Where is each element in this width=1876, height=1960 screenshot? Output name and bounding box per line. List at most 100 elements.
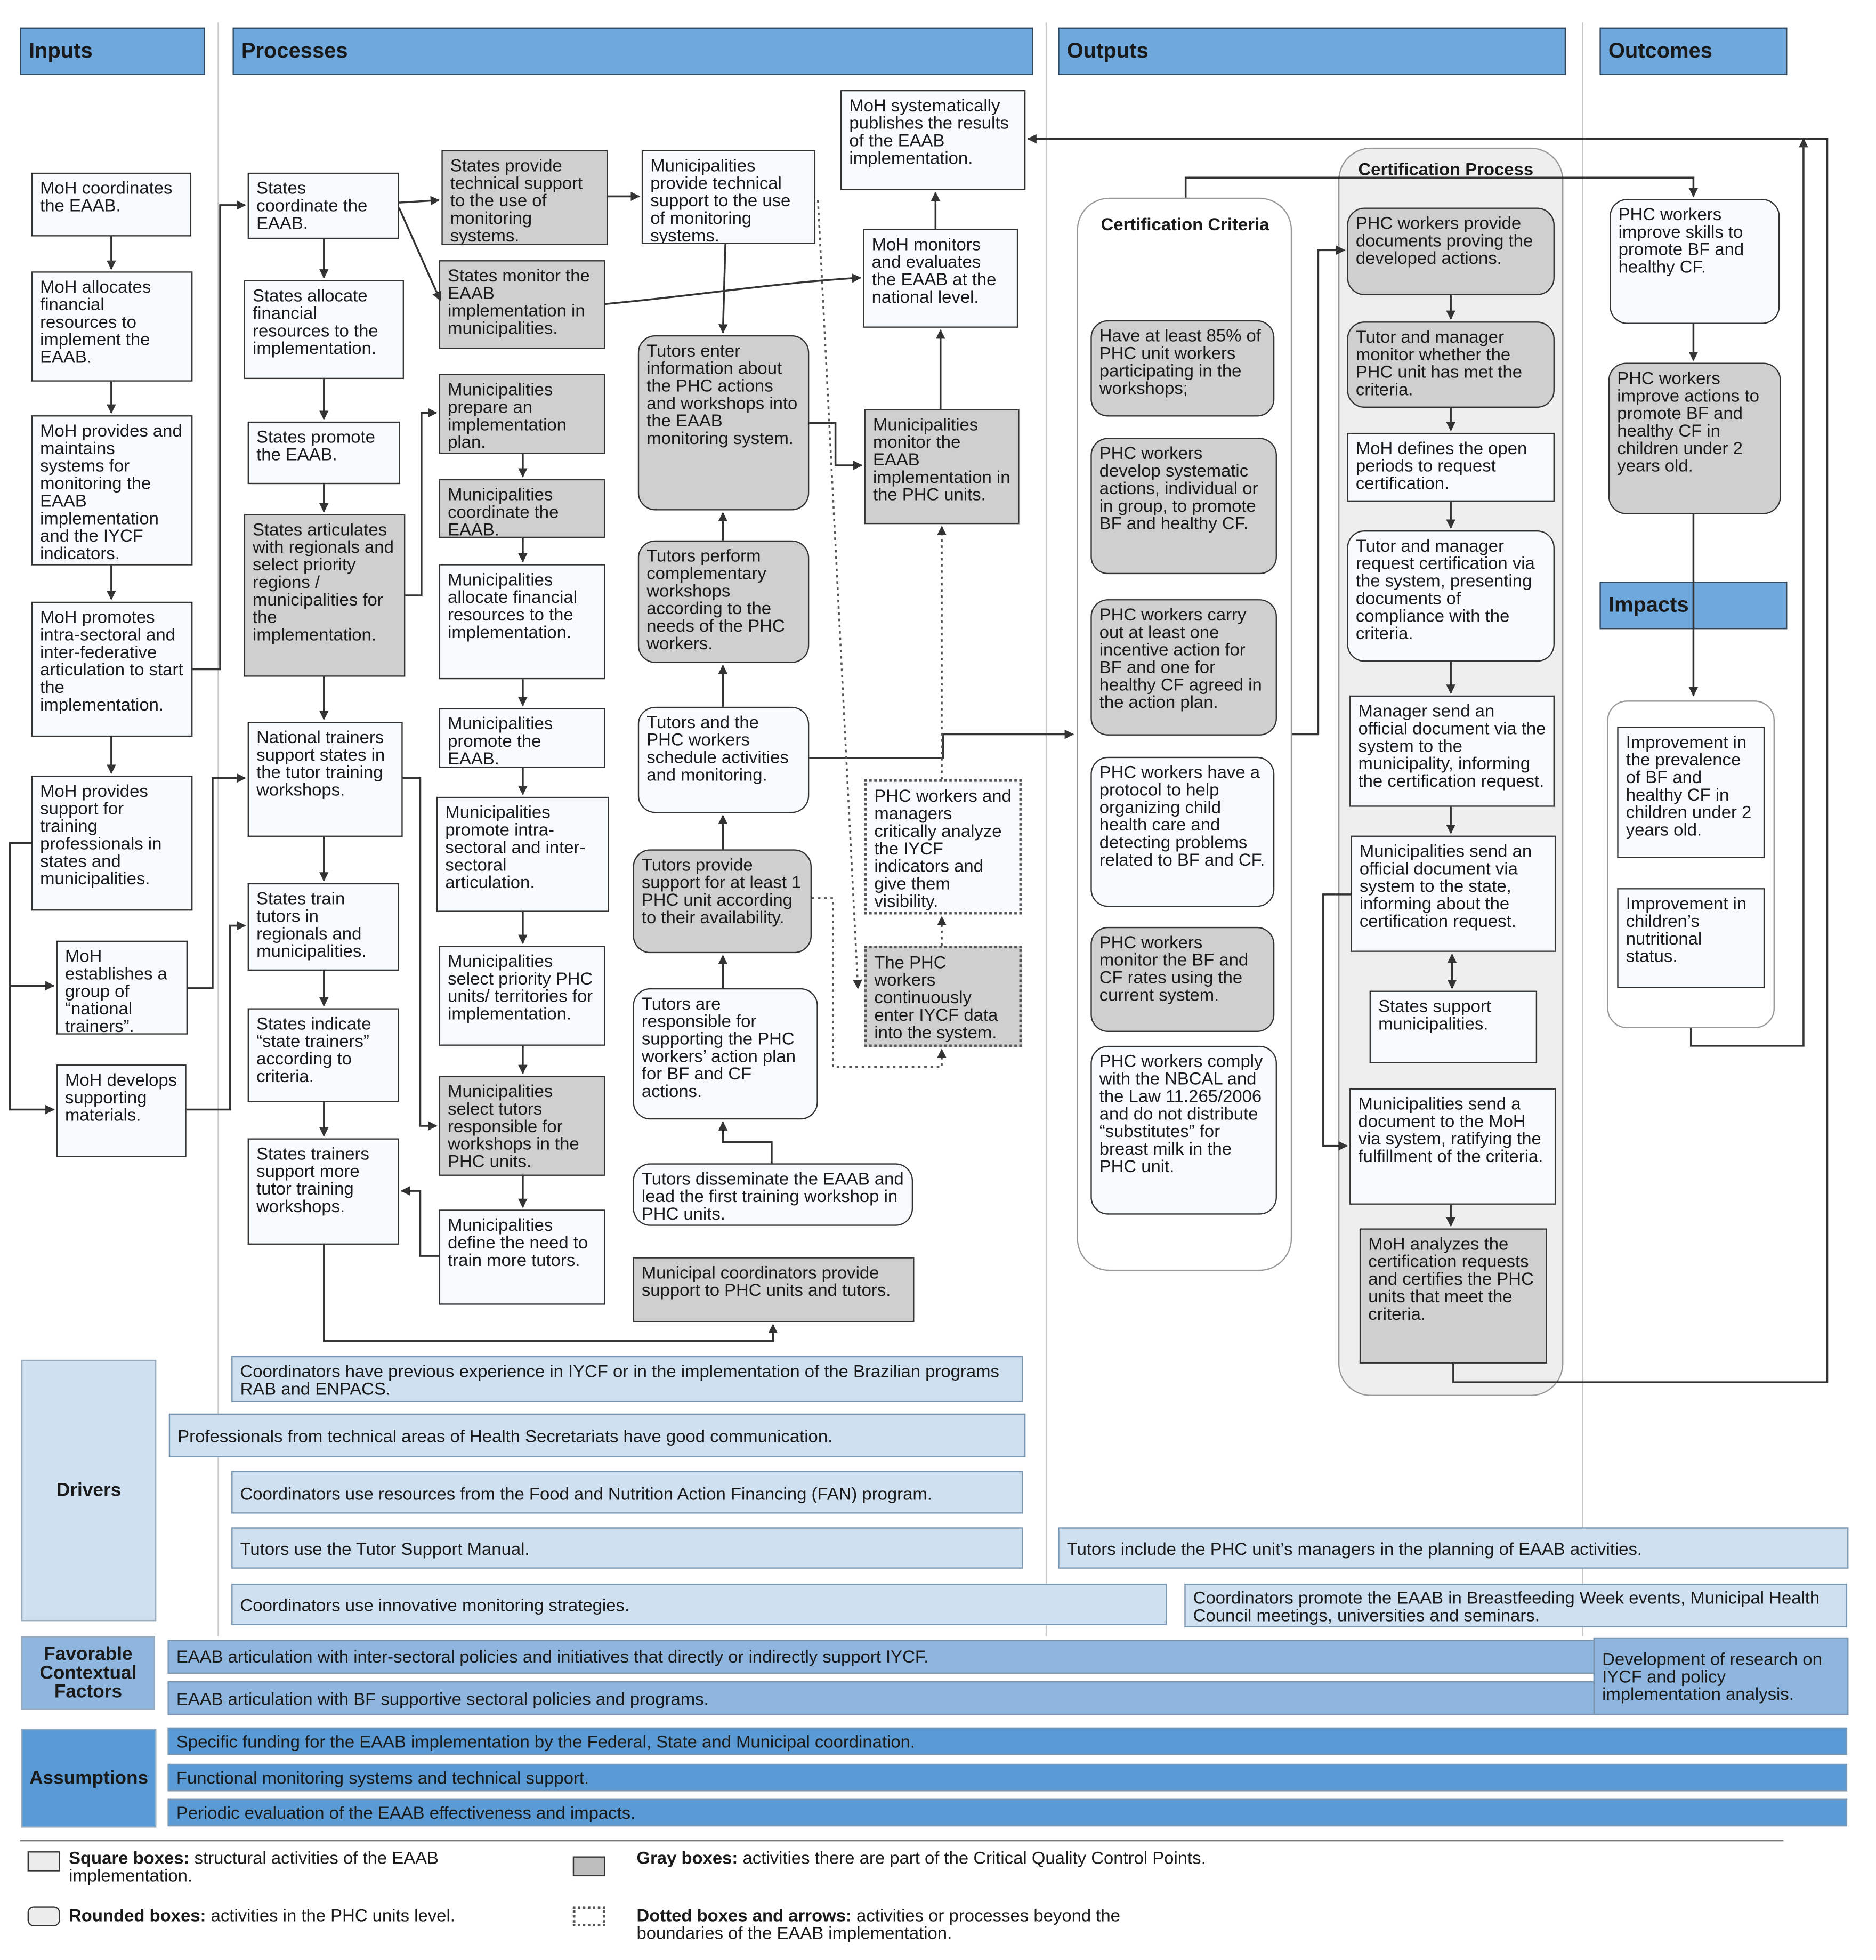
arrow xyxy=(405,408,438,596)
tutors-enter-information: Tutors enter information about the PHC a… xyxy=(637,335,810,511)
assumptions-label: Assumptions xyxy=(21,1729,157,1828)
header-outcomes: Outcomes xyxy=(1599,27,1788,75)
mun-define-need: Municipalities define the need to train … xyxy=(439,1209,605,1305)
arrow xyxy=(718,244,728,334)
header-processes: Processes xyxy=(232,27,1033,75)
mun-select-tutors: Municipalities select tutors responsible… xyxy=(439,1076,605,1176)
mun-select-units: Municipalities select priority PHC units… xyxy=(439,946,605,1046)
column-separator xyxy=(1045,22,1047,1636)
phc-analyze-indicators: PHC workers and managers critically anal… xyxy=(864,779,1022,915)
arrow xyxy=(1184,176,1699,198)
assumption-monitoring-systems: Functional monitoring systems and techni… xyxy=(167,1763,1848,1792)
arrow xyxy=(809,422,863,470)
mun-prepare-plan: Municipalities prepare an implementation… xyxy=(439,374,605,454)
municipal-coordinators-support: Municipal coordinators provide support t… xyxy=(633,1257,915,1322)
mun-allocate: Municipalities allocate financial resour… xyxy=(439,564,605,680)
driver-monitoring-strategies: Coordinators use innovative monitoring s… xyxy=(231,1583,1167,1625)
driver-promote-events: Coordinators promote the EAAB in Breastf… xyxy=(1184,1583,1848,1628)
assumption-periodic-evaluation: Periodic evaluation of the EAAB effectiv… xyxy=(167,1798,1848,1827)
states-promote: States promote the EAAB. xyxy=(247,421,400,485)
driver-professionals-communication: Professionals from technical areas of He… xyxy=(168,1413,1026,1457)
outcome-improve-skills: PHC workers improve skills to promote BF… xyxy=(1610,199,1780,324)
legend-gray-text: Gray boxes: activities there are part of… xyxy=(636,1848,1206,1868)
assumption-specific-funding: Specific funding for the EAAB implementa… xyxy=(167,1727,1848,1755)
tutors-complementary-workshops: Tutors perform complementary workshops a… xyxy=(637,540,810,663)
legend-square-swatch xyxy=(27,1851,60,1872)
arrow xyxy=(402,777,438,1131)
national-trainers-support: National trainers support states in the … xyxy=(247,722,403,837)
impact-bf-prevalence: Improvement in the prevalence of BF and … xyxy=(1617,727,1765,858)
cert-moh-analyzes: MoH analyzes the certification requests … xyxy=(1359,1228,1547,1364)
legend-rounded-text: Rounded boxes: activities in the PHC uni… xyxy=(69,1905,455,1925)
cert-request: Tutor and manager request certification … xyxy=(1347,530,1555,662)
arrow xyxy=(1292,245,1346,736)
criteria-systematic-actions: PHC workers develop systematic actions, … xyxy=(1090,438,1277,575)
states-indicate-trainers: States indicate “state trainers” accordi… xyxy=(247,1008,399,1102)
dotted-arrow xyxy=(816,200,862,989)
impact-nutritional-status: Improvement in children’s nutritional st… xyxy=(1617,888,1765,988)
arrow xyxy=(399,196,440,206)
driver-coordinators-experience: Coordinators have previous experience in… xyxy=(231,1356,1023,1402)
input-supporting-materials: MoH develops supporting materials. xyxy=(56,1064,187,1157)
legend-divider xyxy=(20,1840,1784,1842)
criteria-protocol: PHC workers have a protocol to help orga… xyxy=(1090,756,1275,907)
legend-dotted-text: Dotted boxes and arrows: activities or p… xyxy=(636,1905,1120,1943)
arrow xyxy=(9,986,55,1115)
mun-monitor-phc: Municipalities monitor the EAAB implemen… xyxy=(864,409,1020,525)
cert-provide-documents: PHC workers provide documents proving th… xyxy=(1347,207,1555,295)
context-intersectoral: EAAB articulation with inter-sectoral po… xyxy=(167,1640,1600,1674)
criteria-85-percent: Have at least 85% of PHC unit workers pa… xyxy=(1090,320,1275,417)
mun-articulation: Municipalities promote intra-sectoral an… xyxy=(436,796,609,912)
moh-publishes: MoH systematically publishes the results… xyxy=(840,90,1026,190)
arrow xyxy=(192,200,246,671)
header-inputs: Inputs xyxy=(20,27,205,75)
tutors-schedule: Tutors and the PHC workers schedule acti… xyxy=(637,706,810,813)
column-separator xyxy=(217,22,219,1636)
arrow xyxy=(400,1186,439,1257)
cert-monitor-criteria: Tutor and manager monitor whether the PH… xyxy=(1347,321,1555,408)
context-bf-policies: EAAB articulation with BF supportive sec… xyxy=(167,1681,1600,1715)
arrow xyxy=(188,773,246,989)
criteria-monitor-rates: PHC workers monitor the BF and CF rates … xyxy=(1090,926,1275,1033)
input-moh-allocates: MoH allocates financial resources to imp… xyxy=(31,271,193,382)
arrow xyxy=(323,1244,778,1342)
tutors-disseminate: Tutors disseminate the EAAB and lead the… xyxy=(633,1163,913,1226)
cert-open-periods: MoH defines the open periods to request … xyxy=(1347,432,1555,502)
cert-manager-send: Manager send an official document via th… xyxy=(1349,695,1555,807)
cert-municipalities-send-moh: Municipalities send a document to the Mo… xyxy=(1349,1088,1556,1205)
arrow xyxy=(605,273,862,305)
connector xyxy=(1689,138,1808,1047)
mun-promote: Municipalities promote the EAAB. xyxy=(439,708,605,768)
arrow xyxy=(398,207,441,301)
input-moh-systems: MoH provides and maintains systems for m… xyxy=(31,415,193,566)
input-moh-coordinates: MoH coordinates the EAAB. xyxy=(31,172,192,237)
cert-states-support: States support municipalities. xyxy=(1369,990,1538,1063)
input-moh-training: MoH provides support for training profes… xyxy=(31,775,193,911)
cert-municipalities-send-state: Municipalities send an official document… xyxy=(1351,835,1556,952)
driver-tutor-manual: Tutors use the Tutor Support Manual. xyxy=(231,1527,1023,1569)
driver-include-managers: Tutors include the PHC unit’s managers i… xyxy=(1058,1527,1849,1569)
arrow xyxy=(9,842,55,990)
arrow xyxy=(1322,893,1351,1151)
input-national-trainers: MoH establishes a group of “national tra… xyxy=(56,940,188,1035)
legend-rounded-swatch xyxy=(27,1906,60,1926)
criteria-nbcal: PHC workers comply with the NBCAL and th… xyxy=(1090,1045,1277,1215)
states-coordinate: States coordinate the EAAB. xyxy=(247,172,399,239)
states-train-tutors: States train tutors in regionals and mun… xyxy=(247,883,399,971)
states-articulate: States articulates with regionals and se… xyxy=(244,514,406,677)
column-separator xyxy=(1582,22,1583,1636)
tutors-provide-support: Tutors provide support for at least 1 PH… xyxy=(633,849,812,954)
outcome-improve-actions: PHC workers improve actions to promote B… xyxy=(1608,362,1781,514)
context-research: Development of research on IYCF and poli… xyxy=(1593,1637,1849,1715)
criteria-incentive-action: PHC workers carry out at least one incen… xyxy=(1090,599,1277,736)
phc-enter-iycf-data: The PHC workers continuously enter IYCF … xyxy=(864,946,1022,1047)
certification-process-title: Certification Process xyxy=(1358,159,1534,179)
states-monitor: States monitor the EAAB implementation i… xyxy=(439,260,605,349)
states-trainers-support: States trainers support more tutor train… xyxy=(247,1138,399,1245)
arrow xyxy=(809,729,1074,759)
legend-gray-swatch xyxy=(572,1856,605,1877)
arrow xyxy=(186,921,246,1111)
input-moh-articulation: MoH promotes intra-sectoral and inter-fe… xyxy=(31,601,193,737)
arrow xyxy=(718,1121,773,1164)
